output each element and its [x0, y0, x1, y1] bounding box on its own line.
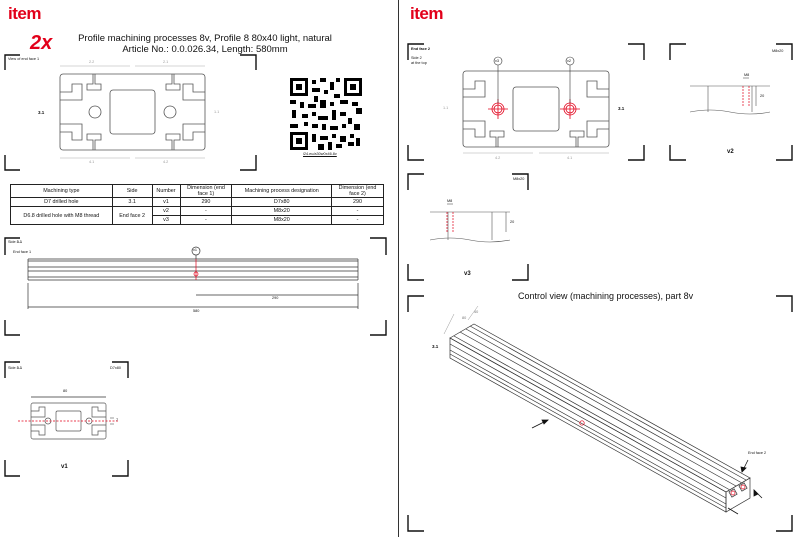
cell-side: 3.1 [111, 197, 153, 207]
side-note-2: at the top [411, 61, 427, 65]
v2-thread: M8 [744, 73, 750, 77]
cell-number: v1 [151, 197, 181, 207]
marker-v3: v3 [495, 59, 500, 63]
v1-side-word: Side [8, 366, 16, 370]
view-label: View of end face 1 [8, 57, 40, 61]
end-face-2-label: End face 2 [411, 47, 430, 51]
v3-thread: M8 [447, 199, 453, 203]
control-end-face-label: End face 2 [748, 451, 767, 455]
page-divider [398, 0, 399, 537]
end-face-1-drawing [59, 65, 206, 159]
cell-designation: D7x80 [231, 197, 333, 207]
side-word: Side [8, 240, 16, 244]
right-dim-bottom-2: 4.1 [567, 156, 573, 160]
v3-code: M8x20 [513, 177, 525, 181]
v3-caption: v3 [464, 271, 471, 277]
page-title: Profile machining processes 8v, Profile … [60, 33, 350, 55]
side-view-drawing [27, 246, 359, 309]
col-machining-type: Machining type [10, 184, 113, 198]
cell-type: D7 drilled hole [10, 197, 113, 207]
end-face-1-label: End face 1 [13, 250, 32, 254]
dim-right: 1.1 [214, 110, 220, 114]
table-row: D6.8 drilled hole with M8 thread End fac… [10, 206, 384, 225]
v1-dim-small: 7 [116, 418, 119, 422]
qr-caption[interactable]: i24.eu/a30w0x46.8v [303, 152, 337, 156]
table-row: v3 - M8x20 - [11, 215, 384, 225]
dim-290: 290 [272, 296, 279, 300]
cell-dim2: - [331, 215, 384, 225]
machining-table: Machining type Side Number Dimension (en… [10, 184, 384, 225]
v1-side-number: 3.1 [16, 366, 22, 370]
dim-top-1: 2.2 [89, 60, 95, 64]
dim-580: 580 [193, 309, 200, 313]
cell-dim2: 290 [331, 197, 384, 207]
col-side: Side [111, 184, 153, 198]
item-logo-right: item [410, 4, 443, 23]
v1-caption: v1 [61, 464, 68, 470]
v2-caption: v2 [727, 149, 734, 155]
table-header-row: Machining type Side Number Dimension (en… [10, 184, 384, 198]
col-designation: Machining process designation [231, 184, 333, 198]
side-marker-v1: v1 [193, 248, 198, 252]
end-face-2-drawing [462, 56, 610, 154]
control-side-label: 3.1 [432, 344, 439, 349]
dim-top-2: 2.1 [163, 60, 169, 64]
side-view-label: Side 3.1 [8, 240, 22, 244]
v1-detail-drawing [18, 396, 118, 440]
cell-side: End face 2 [111, 206, 153, 225]
control-dim-80: 80 [462, 316, 467, 320]
cell-designation: M8x20 [231, 215, 333, 225]
table-row: D7 drilled hole 3.1 v1 290 D7x80 290 [10, 197, 384, 207]
quantity-label: 2x [30, 32, 53, 54]
cell-dim1: - [179, 215, 233, 225]
col-number: Number [151, 184, 181, 198]
title-line-1: Profile machining processes 8v, Profile … [78, 33, 332, 44]
cell-number: v3 [151, 215, 181, 225]
dim-left: 3.1 [38, 110, 45, 115]
control-dim-40: 40 [474, 310, 479, 314]
dim-bottom-2: 4.2 [163, 160, 169, 164]
control-view-title: Control view (machining processes), part… [518, 291, 694, 301]
v1-side-label: Side 3.1 [8, 366, 22, 370]
right-dim-bottom-1: 4.2 [495, 156, 501, 160]
col-dim-1: Dimension (end face 1) [179, 184, 233, 198]
col-dim-2: Dimension (end face 2) [331, 184, 384, 198]
v1-code: D7x80 [110, 366, 121, 370]
dim-bottom-1: 4.1 [89, 160, 95, 164]
v3-depth: 20 [510, 220, 515, 224]
title-line-2: Article No.: 0.0.026.34, Length: 580mm [122, 44, 288, 55]
marker-v2: v2 [567, 59, 572, 63]
item-logo-left: item [8, 4, 41, 23]
right-dim-left: 1.1 [443, 106, 449, 110]
cell-dim2: - [331, 206, 384, 216]
side-note-1: Side 2 [411, 56, 422, 60]
v1-dim: 80 [63, 389, 68, 393]
cell-designation: M8x20 [231, 206, 333, 216]
cell-type: D6.8 drilled hole with M8 thread [10, 206, 113, 225]
cell-dim1: - [179, 206, 233, 216]
side-number: 3.1 [16, 240, 22, 244]
v3-detail-drawing [429, 203, 511, 243]
v2-detail-drawing [689, 77, 771, 115]
right-dim-right: 3.1 [618, 106, 625, 111]
qr-code [290, 78, 362, 150]
control-view-drawing [443, 305, 763, 515]
cell-number: v2 [151, 206, 181, 216]
v2-code: M8x20 [772, 49, 784, 53]
v2-depth: 20 [760, 94, 765, 98]
cell-dim1: 290 [179, 197, 233, 207]
